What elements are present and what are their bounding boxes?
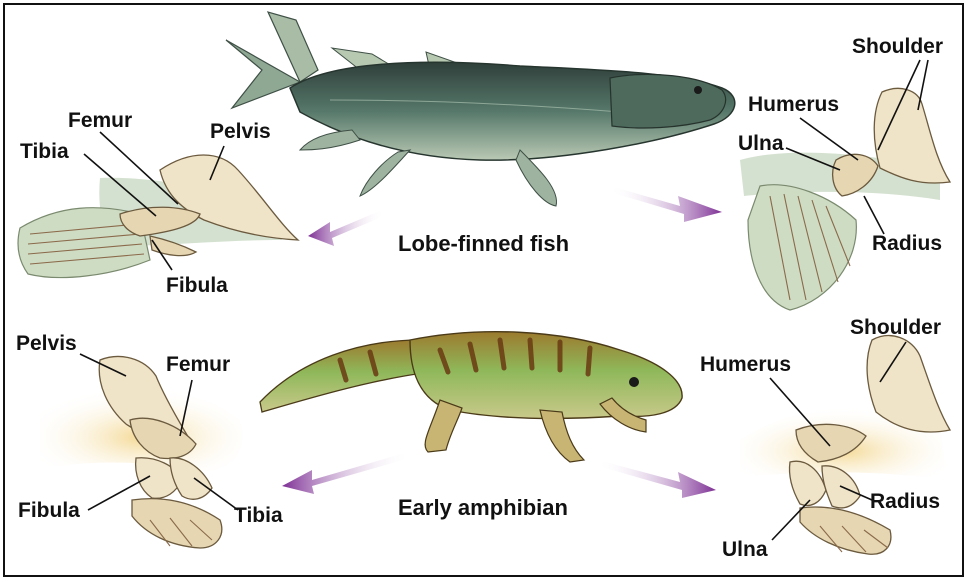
- label-pelvis-amphibian: Pelvis: [16, 332, 77, 355]
- early-amphibian-illustration: [260, 332, 682, 462]
- arrow-amphibian-to-forelimb: [598, 460, 716, 498]
- caption-lobe-finned-fish: Lobe-finned fish: [398, 231, 569, 256]
- arrow-fish-to-pelvic: [308, 210, 384, 246]
- arrow-amphibian-to-hindlimb: [282, 452, 410, 494]
- caption-early-amphibian: Early amphibian: [398, 495, 568, 520]
- label-tibia-amphibian: Tibia: [234, 504, 283, 527]
- arrow-fish-to-pectoral: [610, 186, 722, 222]
- label-radius-amphibian: Radius: [870, 490, 940, 513]
- label-femur-fish: Femur: [68, 109, 132, 132]
- label-femur-amphibian: Femur: [166, 353, 230, 376]
- label-ulna-fish: Ulna: [738, 132, 784, 155]
- label-pelvis-fish: Pelvis: [210, 120, 271, 143]
- label-shoulder-fish: Shoulder: [852, 35, 943, 58]
- label-radius-fish: Radius: [872, 232, 942, 255]
- label-tibia-fish: Tibia: [20, 140, 69, 163]
- label-ulna-amphibian: Ulna: [722, 538, 768, 561]
- label-humerus-fish: Humerus: [748, 93, 839, 116]
- label-fibula-amphibian: Fibula: [18, 499, 80, 522]
- fish-pelvic-fin-skeleton: [18, 155, 298, 278]
- label-fibula-fish: Fibula: [166, 274, 228, 297]
- fish-pectoral-fin-skeleton: [740, 88, 950, 310]
- label-shoulder-amphibian: Shoulder: [850, 316, 941, 339]
- lobe-finned-fish-illustration: [226, 12, 735, 206]
- label-humerus-amphibian: Humerus: [700, 353, 791, 376]
